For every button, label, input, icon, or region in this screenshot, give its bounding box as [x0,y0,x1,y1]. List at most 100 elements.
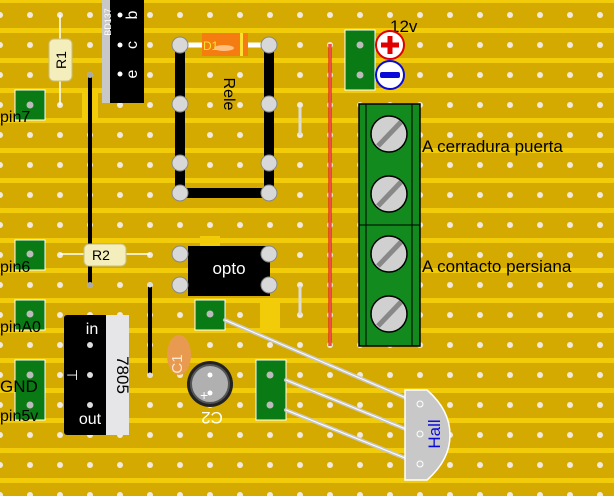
copper-strip [0,28,614,33]
hole [477,72,483,78]
hole [297,72,303,78]
pin-b-label: b [124,10,141,19]
copper-strip [0,118,614,123]
hole [207,222,213,228]
hole [297,162,303,168]
hole [567,252,573,258]
hole [477,462,483,468]
hole [447,12,453,18]
hole [147,492,153,496]
hole [297,192,303,198]
hole [597,252,603,258]
hole [207,492,213,496]
hole [447,252,453,258]
hole [447,462,453,468]
copper-strip [0,0,614,3]
r2-label: R2 [92,247,110,263]
solder-pad [171,154,189,172]
hole [567,432,573,438]
hole [267,462,273,468]
hole [147,72,153,78]
hole [27,12,33,18]
hole [177,402,183,408]
hole [537,462,543,468]
hole [117,192,123,198]
hole [357,462,363,468]
c1-label: C1 [169,354,186,373]
hall-label: Hall [425,419,444,448]
hole [27,42,33,48]
hole [87,12,93,18]
hole [417,492,423,496]
hole [597,42,603,48]
resistor-r1: R1 [48,15,73,105]
hole [537,72,543,78]
hole [207,342,213,348]
hole [147,42,153,48]
hole [237,132,243,138]
hole [297,222,303,228]
hole [357,432,363,438]
header-pin7 [14,89,46,121]
hole [537,342,543,348]
transistor-label: BD137 [103,8,113,36]
pin-c-label: c [124,41,141,49]
hole [27,192,33,198]
hole [27,222,33,228]
hole [0,132,3,138]
hole [147,432,153,438]
hole [297,492,303,496]
r1-label: R1 [53,51,69,69]
hole [0,282,3,288]
jumper-end [87,282,93,288]
hole [117,282,123,288]
hole [27,162,33,168]
hole [57,222,63,228]
hole [267,492,273,496]
hole [477,312,483,318]
hole [597,432,603,438]
hole [0,492,3,496]
copper-strip [0,148,614,153]
hole [537,132,543,138]
header-pin6 [14,239,46,271]
hole [297,342,303,348]
hole [0,222,3,228]
hole [447,282,453,288]
copper-strip [0,448,614,453]
hole [447,162,453,168]
hole [237,312,243,318]
hall-leads [223,318,422,466]
hole [567,102,573,108]
hole [477,282,483,288]
hole [57,252,63,258]
hole [597,132,603,138]
hole [537,12,543,18]
hole [537,372,543,378]
hole [537,162,543,168]
hole [477,132,483,138]
hole [0,12,3,18]
pad [260,302,280,328]
hole [477,12,483,18]
hole [567,12,573,18]
hole [447,132,453,138]
hole [417,42,423,48]
hole [87,42,93,48]
hole [297,42,303,48]
hole [57,192,63,198]
hole [87,492,93,496]
hole [0,342,3,348]
hole [597,462,603,468]
hole [597,102,603,108]
hole [87,462,93,468]
solder-pad [260,276,278,294]
hole [417,72,423,78]
hole [507,462,513,468]
hole [147,222,153,228]
copper-strip [0,328,614,333]
hole [447,72,453,78]
regulator-gnd-label: ⊥ [64,369,80,381]
hole [57,282,63,288]
hole [57,342,63,348]
